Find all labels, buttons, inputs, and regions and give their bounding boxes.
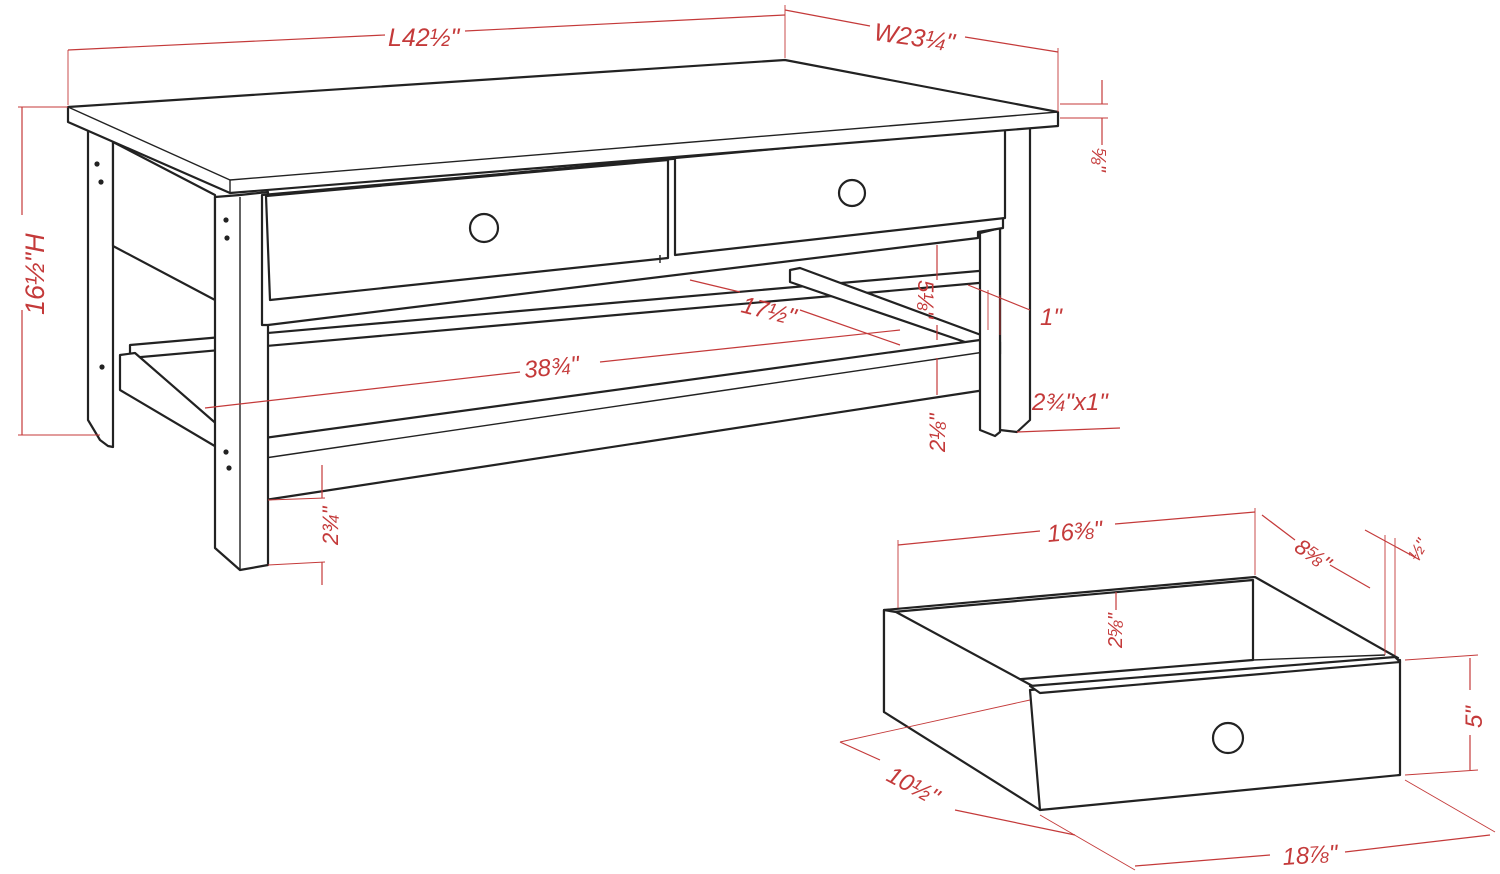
- screw-hole: [98, 179, 104, 185]
- shelf-front-rail: [233, 338, 1000, 502]
- drawer-front-top: [1028, 655, 1402, 695]
- right-drawer-knob: [837, 178, 867, 208]
- drawer-detail: [882, 575, 1402, 812]
- table-top-edge-left: [67, 106, 231, 181]
- drawer-depth-label: 8⅝": [1290, 534, 1337, 577]
- length-label: L42½": [388, 24, 461, 52]
- front-right-leg: [978, 226, 1002, 438]
- dimension-lines: [18, 5, 1496, 871]
- drawer-gap-label: 5⅛": [913, 280, 938, 320]
- table-top-edge-front: [229, 111, 1059, 181]
- leg-size-label: 2¾"x1": [1031, 389, 1109, 416]
- coffee-table: [66, 58, 1060, 572]
- screw-hole: [224, 235, 230, 241]
- leg-thickness-label: 1": [1040, 304, 1063, 331]
- screw-hole: [94, 161, 100, 167]
- drawer-height-label: 5": [1461, 705, 1488, 728]
- top-thickness-label: ⅝": [1087, 148, 1109, 173]
- shelf-length-label: 38¾": [523, 351, 582, 384]
- screw-hole: [99, 364, 105, 370]
- front-left-leg: [213, 190, 270, 572]
- drawer-front-depth-label: 10½": [882, 761, 945, 811]
- drawer-inner-floor: [1252, 654, 1386, 661]
- drawer-side-label: ½": [1404, 534, 1433, 564]
- drawer-length-label: 16⅜": [1046, 516, 1105, 548]
- table-top: [66, 58, 1060, 195]
- drawer-front-length-label: 18⅞": [1282, 840, 1340, 871]
- left-drawer-top-edge: [265, 157, 669, 197]
- screw-hole: [226, 465, 232, 471]
- back-left-leg: [86, 128, 115, 449]
- screw-hole: [223, 217, 229, 223]
- shelf-front-rail-edge: [264, 349, 999, 459]
- screw-hole: [223, 449, 229, 455]
- shelf-rail-label: 2⅛": [925, 412, 950, 453]
- drawer-inner-height-label: 2⅝": [1105, 612, 1127, 649]
- left-drawer-front: [264, 158, 670, 302]
- width-label: W23¼": [872, 18, 957, 57]
- drawer-detail-knob: [1211, 721, 1245, 755]
- left-drawer-knob: [468, 212, 500, 244]
- height-label: 16½"H: [20, 233, 50, 315]
- bottom-clearance-label: 2¾": [318, 505, 343, 546]
